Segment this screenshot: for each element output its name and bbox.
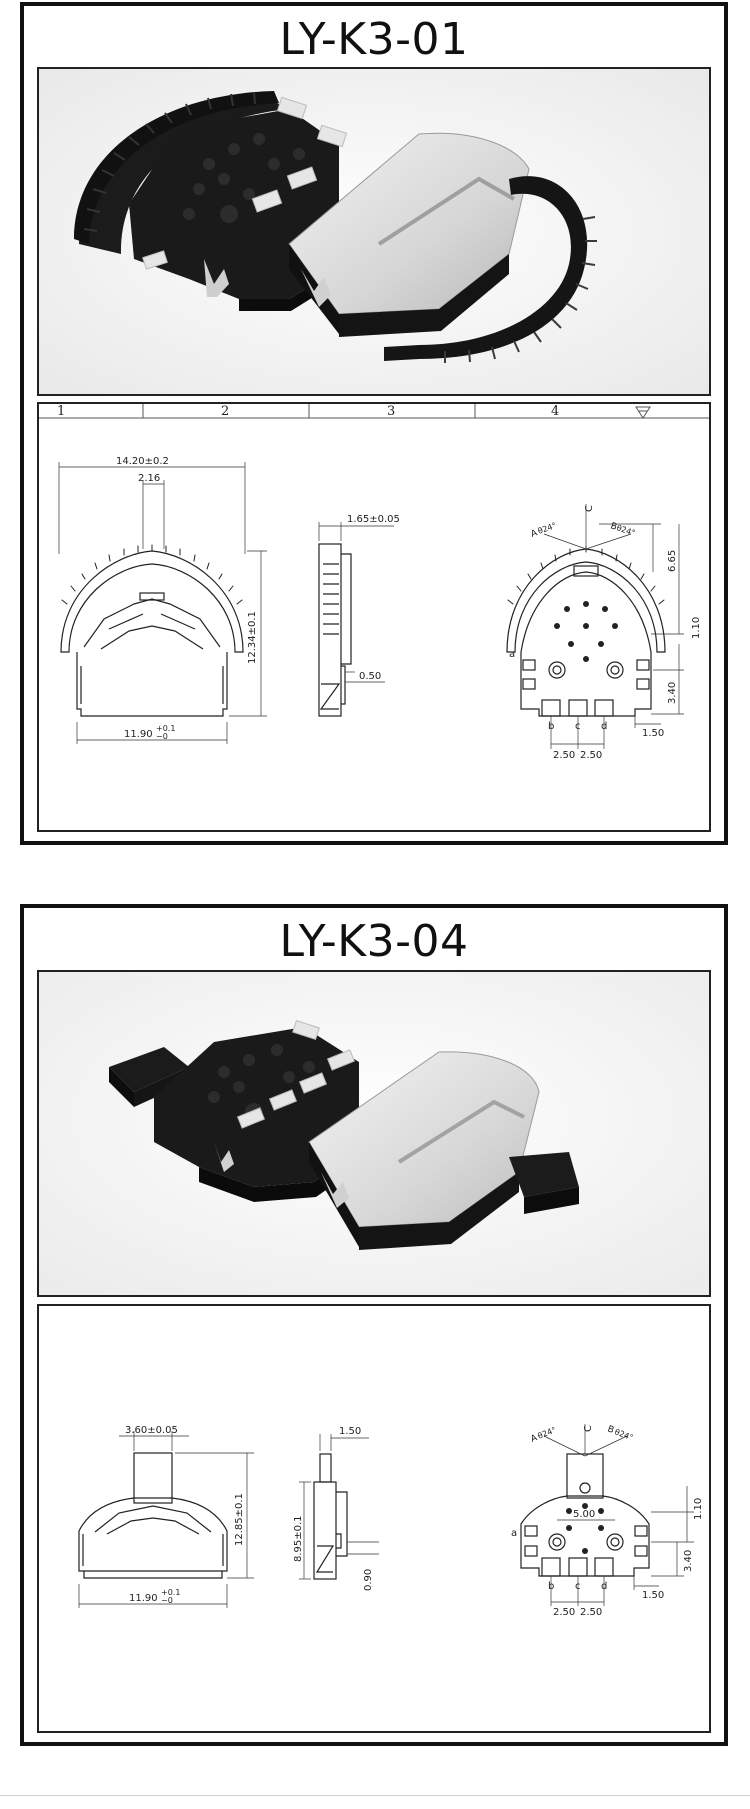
technical-drawing-svg: 1 2 3 4	[39, 404, 709, 761]
dim-center-mark: C	[584, 505, 595, 512]
product-photo-illustration	[39, 972, 709, 1295]
dim-height: 12.85±0.1	[234, 1493, 245, 1546]
dim-angle-left: θ24°	[536, 1425, 557, 1440]
technical-drawing: 1 2 3 4	[37, 402, 711, 832]
dim-side-thickness: 1.65±0.05	[347, 514, 400, 525]
dim-width: 14.20±0.2	[116, 456, 169, 467]
dim-base-tol-down: −0	[156, 732, 168, 741]
pin-label-c: c	[575, 721, 581, 732]
page-divider	[0, 1795, 750, 1796]
product-card-ly-k3-04: LY-K3-04	[20, 904, 728, 1746]
ruler-label: 4	[551, 404, 559, 419]
dim-r3: 3.40	[667, 682, 678, 704]
pin-label-b: b	[548, 721, 554, 732]
dim-r2: 1.10	[693, 1498, 704, 1520]
dim-height: 12.34±0.1	[247, 611, 258, 664]
dim-p2: 2.50	[553, 750, 575, 761]
dim-p3: 2.50	[580, 1607, 602, 1618]
side-view	[313, 1453, 348, 1580]
dim-hole-spacing: 5.00	[573, 1509, 595, 1520]
dim-r1: 6.65	[667, 550, 678, 572]
ruler-label: 1	[57, 404, 65, 419]
pin-label-d: d	[601, 1581, 607, 1592]
dim-angle-right: θ24°	[613, 1427, 634, 1442]
pin-label-d: d	[601, 721, 607, 732]
dim-base-tol-up: +0.1	[156, 724, 175, 733]
dim-pos-b: B	[609, 521, 618, 532]
dim-p1: 1.50	[642, 728, 664, 739]
dim-notch: 2.16	[138, 473, 160, 484]
dim-pos-a: A	[530, 528, 540, 540]
dim-r2: 1.10	[691, 617, 702, 639]
product-photo	[37, 970, 711, 1297]
dim-p3: 2.50	[580, 750, 602, 761]
pin-label-c: c	[575, 1581, 581, 1592]
dim-side-gap: 0.90	[363, 1569, 374, 1591]
side-view	[318, 543, 352, 717]
dim-pos-b: B	[606, 1424, 615, 1436]
ruler-triangle-icon	[635, 406, 651, 419]
product-photo	[37, 67, 711, 396]
product-card-ly-k3-01: LY-K3-01	[20, 2, 728, 845]
dim-side-height: 8.95±0.1	[293, 1515, 304, 1562]
dim-center-mark: C	[583, 1425, 594, 1432]
dim-p1: 1.50	[642, 1590, 664, 1601]
dim-base: 11.90	[129, 1593, 158, 1604]
bottom-view	[506, 548, 666, 717]
dim-knob-width: 3.60±0.05	[125, 1425, 178, 1436]
product-title: LY-K3-04	[279, 916, 469, 967]
technical-drawing-svg: 3.60±0.05 12.85±0.1 11.90 +0.1 −0 1.50 8…	[78, 1424, 704, 1618]
dim-pos-a: A	[529, 1433, 539, 1445]
dim-side-top: 1.50	[339, 1426, 361, 1437]
ruler-label: 2	[221, 404, 229, 419]
dim-angle-left: θ24°	[537, 521, 558, 536]
pin-label-a: a	[511, 1528, 517, 1539]
front-view	[60, 550, 244, 717]
pin-label-b: b	[548, 1581, 554, 1592]
dim-side-gap: 0.50	[359, 671, 381, 682]
front-view	[78, 1452, 228, 1579]
product-photo-illustration	[39, 69, 709, 394]
technical-drawing: 3.60±0.05 12.85±0.1 11.90 +0.1 −0 1.50 8…	[37, 1304, 711, 1733]
dim-base-tol-up: +0.1	[161, 1588, 180, 1597]
dim-r3: 3.40	[683, 1550, 694, 1572]
pin-label-a: a	[509, 649, 515, 660]
ruler-label: 3	[387, 404, 395, 419]
dim-p2: 2.50	[553, 1607, 575, 1618]
product-title: LY-K3-01	[279, 14, 469, 65]
dim-base-tol-down: −0	[161, 1596, 173, 1605]
dim-base: 11.90	[124, 729, 153, 740]
